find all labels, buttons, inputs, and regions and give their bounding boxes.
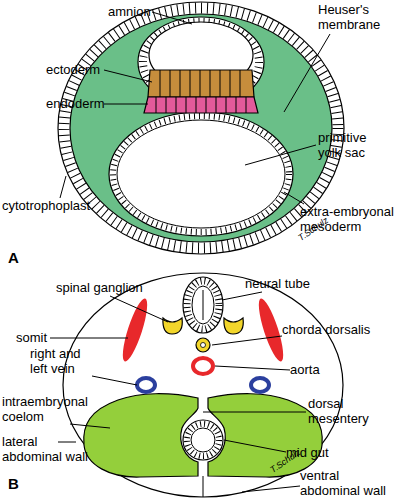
- label-text: ectoderm: [46, 62, 100, 77]
- label-text: cytotrophoplast: [2, 198, 90, 213]
- yolk-sac: [117, 120, 285, 228]
- coelom: [208, 394, 322, 477]
- amnion-sac: [138, 17, 264, 107]
- vessel-shape: [251, 378, 269, 392]
- coelom: [208, 394, 322, 477]
- label-text: dorsal mesentery: [308, 396, 380, 426]
- notochord-shape: [196, 338, 210, 352]
- gut-shape: [191, 428, 215, 452]
- leader-line: [104, 104, 148, 105]
- germ-disc: [144, 97, 258, 113]
- yolk-sac: [109, 112, 293, 236]
- amnion-sac: [143, 22, 259, 102]
- leader-line: [242, 486, 300, 492]
- label-text: primitive yolk sac: [318, 130, 390, 160]
- leader-line: [58, 442, 76, 443]
- signature: T.Schulz: [268, 447, 302, 475]
- label-text: right and left vein: [30, 346, 96, 376]
- chorion: [70, 14, 332, 242]
- panel-letter: A: [8, 250, 19, 265]
- leader-line: [284, 192, 304, 204]
- label-text: lateral abdominal wall: [2, 434, 94, 464]
- vessel-shape: [137, 358, 269, 392]
- germ-disc: [160, 70, 240, 97]
- leader-line: [104, 70, 152, 82]
- notochord-shape: [201, 343, 206, 348]
- leader-line: [245, 145, 316, 165]
- vessel-shape: [193, 358, 213, 374]
- leader-line: [92, 376, 137, 385]
- leader-line: [203, 412, 306, 413]
- label-text: ventral abdominal wall: [300, 468, 396, 498]
- leader-line: [60, 176, 66, 198]
- ganglion-shape: [224, 318, 243, 334]
- label-text: endoderm: [46, 96, 105, 111]
- notochord-shape: [196, 338, 210, 352]
- gut-shape: [183, 420, 223, 460]
- chorion: [64, 8, 338, 248]
- neural-tube-shape: [183, 277, 223, 333]
- label-text: Heuser's membrane: [318, 2, 398, 32]
- vessel-shape: [137, 378, 155, 392]
- leader-line: [215, 366, 290, 370]
- neural-tube-shape: [183, 277, 223, 333]
- label-text: chorda dorsalis: [282, 322, 370, 337]
- yolk-sac: [109, 112, 293, 236]
- gut-shape: [187, 424, 219, 456]
- label-text: amnion: [108, 4, 151, 19]
- leader-line: [50, 338, 128, 339]
- leader-line: [284, 34, 330, 112]
- ganglion-shape: [163, 318, 182, 334]
- label-text: aorta: [290, 362, 320, 377]
- ganglion-shape: [163, 318, 243, 334]
- coelom: [203, 476, 204, 497]
- neural-tube-shape: [203, 290, 204, 320]
- amnion-sac: [138, 17, 264, 107]
- germ-disc: [148, 70, 254, 97]
- leader-line: [110, 296, 168, 322]
- leader-line: [152, 12, 192, 24]
- label-text: neural tube: [245, 276, 310, 291]
- somite-shape: [118, 296, 288, 363]
- leader-line: [212, 336, 282, 345]
- coelom: [84, 394, 198, 477]
- neural-tube-shape: [192, 286, 214, 324]
- germ-disc: [156, 97, 246, 113]
- gut-shape: [183, 420, 223, 460]
- embryo-outline: [63, 273, 343, 497]
- label-text: intraembryonal coelom: [2, 394, 98, 424]
- embryo-outline: [63, 273, 343, 497]
- label-text: spinal ganglion: [56, 280, 143, 295]
- panel-letter: B: [8, 476, 19, 491]
- germ-disc: [144, 70, 258, 113]
- somite-shape: [118, 296, 152, 363]
- label-text: somit: [16, 330, 47, 345]
- leader-line: [224, 440, 286, 452]
- leader-line: [50, 292, 306, 492]
- neural-tube-shape: [187, 281, 219, 329]
- leader-line: [70, 424, 110, 428]
- yolk-sac: [113, 116, 289, 232]
- leader-line: [222, 292, 262, 300]
